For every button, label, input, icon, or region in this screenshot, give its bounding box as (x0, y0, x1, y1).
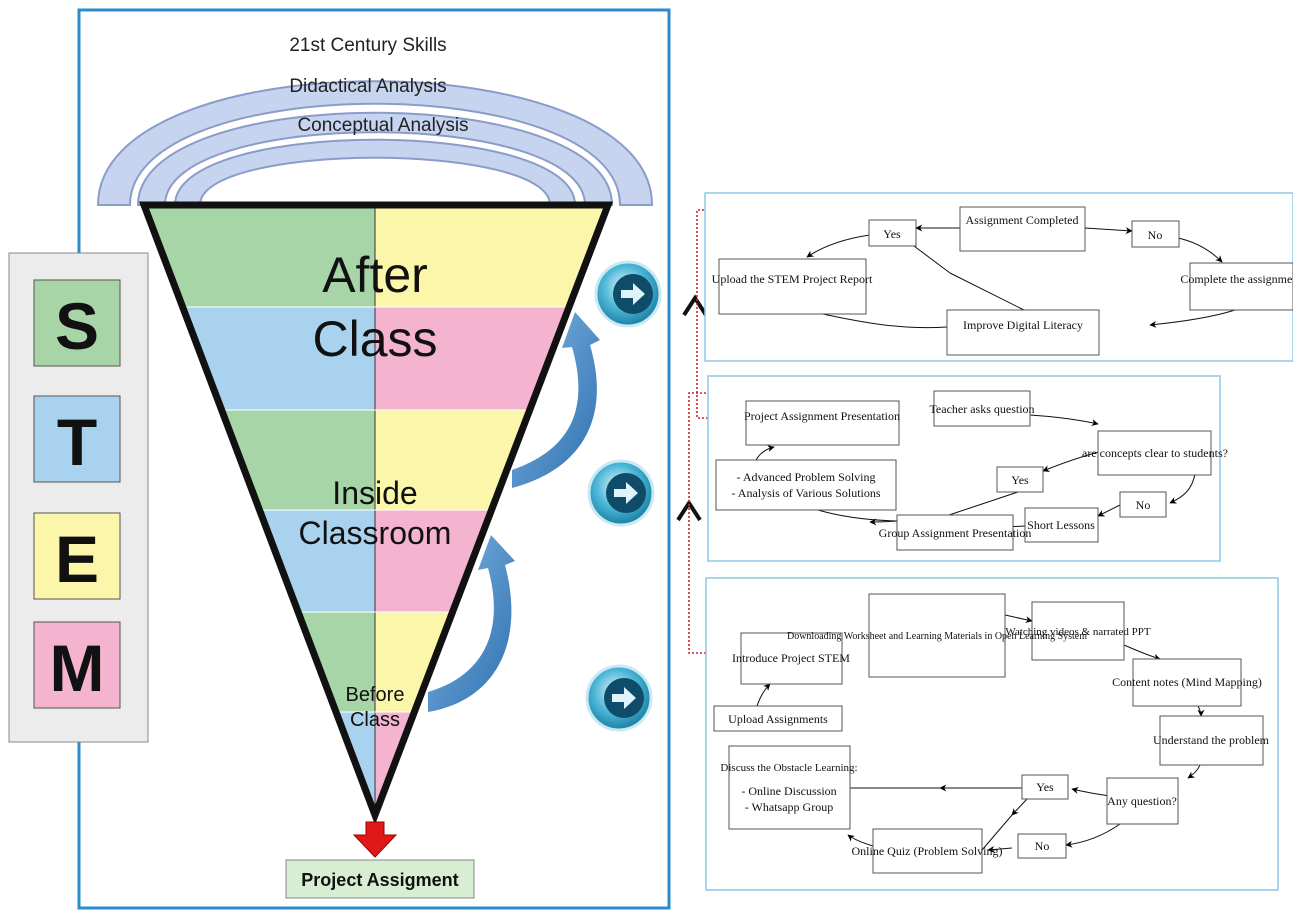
section-before-line1: Before (346, 684, 405, 706)
arrow-circle-icon-inside (587, 459, 655, 527)
svg-text:T: T (57, 405, 97, 479)
group-presentation-node: Group Assignment Presentation (879, 526, 1032, 540)
project-assignment-box: Project Assigment (285, 859, 475, 899)
whatsapp-group-item: - Whatsapp Group (745, 800, 833, 814)
short-lessons-node: Short Lessons (1027, 518, 1095, 532)
svg-text:S: S (55, 289, 99, 363)
chevron-up-icon-1 (682, 294, 708, 317)
teacher-asks-node: Teacher asks question (929, 402, 1034, 416)
curved-arrow-lower (428, 535, 515, 712)
stem-letter-m: M (33, 621, 121, 709)
watching-node: Watching videos & narrated PPT (1005, 626, 1150, 638)
svg-text:E: E (55, 522, 99, 596)
after-yes-node: Yes (883, 227, 901, 241)
curved-arrow-upper (512, 312, 600, 488)
inside-class-flow: Project Assignment Presentation Teacher … (707, 375, 1228, 562)
ring-label-21st-century-skills: 21st Century Skills (289, 35, 446, 56)
stem-letter-e: E (33, 512, 121, 600)
advanced-problem-solving-item: - Advanced Problem Solving (737, 470, 876, 484)
stem-letter-t: T (33, 395, 121, 483)
section-after-line2: Class (312, 311, 437, 367)
before-class-flow: Downloading Worksheet and Learning Mater… (705, 577, 1279, 891)
upload-assignments-node: Upload Assignments (728, 712, 828, 726)
section-after-line1: After (322, 247, 428, 303)
upload-report-node: Upload the STEM Project Report (712, 272, 873, 286)
svg-text:M: M (50, 631, 105, 705)
downloading-node: Downloading Worksheet and Learning Mater… (787, 631, 1087, 642)
skill-rings: 21st Century Skills Didactical Analysis … (96, 35, 654, 206)
online-quiz-node: Online Quiz (Problem Solving) (852, 844, 1003, 858)
stem-letter-s: S (33, 279, 121, 367)
after-class-flow: Assignment Completed Yes No Upload the S… (704, 192, 1293, 362)
chevron-up-icon-2 (676, 499, 702, 522)
before-yes-node: Yes (1036, 780, 1054, 794)
online-discussion-item: - Online Discussion (741, 784, 836, 798)
funnel-panel: 21st Century Skills Didactical Analysis … (77, 8, 671, 910)
stem-panel: S T E M (8, 252, 149, 743)
complete-assignment-node: Complete the assignment (1180, 272, 1293, 286)
discuss-title: Discuss the Obstacle Learning: (720, 762, 857, 774)
section-before-line2: Class (350, 709, 400, 731)
concepts-clear-node: are concepts clear to students? (1082, 446, 1228, 460)
output-arrow-icon (352, 821, 398, 858)
project-presentation-node: Project Assignment Presentation (744, 409, 900, 423)
improve-literacy-node: Improve Digital Literacy (963, 318, 1083, 332)
analysis-solutions-item: - Analysis of Various Solutions (731, 486, 880, 500)
introduce-project-node: Introduce Project STEM (732, 651, 850, 665)
section-inside-line2: Classroom (299, 515, 452, 551)
assignment-completed-node: Assignment Completed (966, 213, 1079, 227)
ring-label-didactical-analysis: Didactical Analysis (289, 76, 446, 97)
section-inside-line1: Inside (332, 475, 417, 511)
any-question-node: Any question? (1107, 794, 1177, 808)
project-assignment-label: Project Assigment (301, 870, 458, 890)
arrow-circle-icon-before (585, 664, 653, 732)
inside-no-node: No (1136, 498, 1151, 512)
before-no-node: No (1035, 839, 1050, 853)
inside-yes-node: Yes (1011, 473, 1029, 487)
content-notes-node: Content notes (Mind Mapping) (1112, 675, 1262, 689)
ring-label-conceptual-analysis: Conceptual Analysis (297, 115, 468, 136)
after-no-node: No (1148, 228, 1163, 242)
understand-problem-node: Understand the problem (1153, 733, 1270, 747)
arrow-circle-icon-after (594, 260, 662, 328)
